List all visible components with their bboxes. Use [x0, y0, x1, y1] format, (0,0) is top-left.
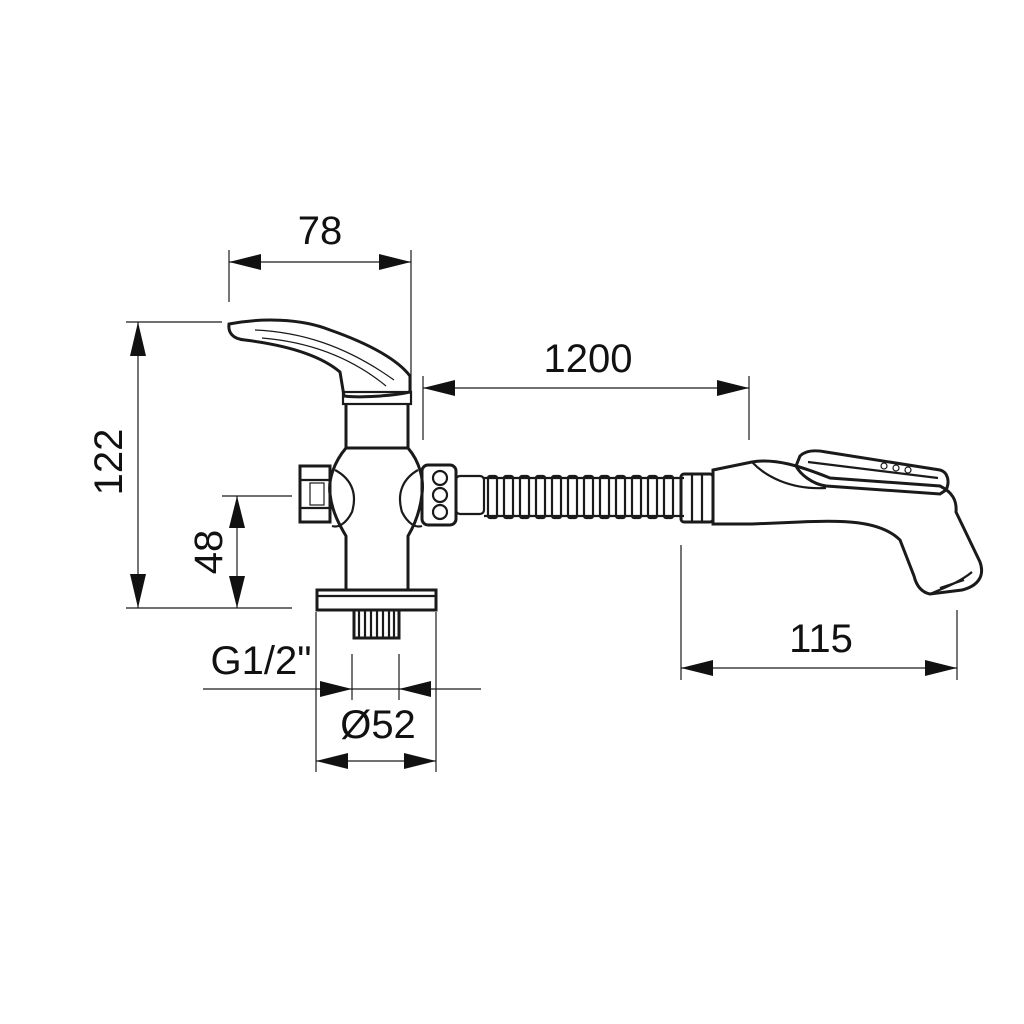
faucet-column [344, 404, 410, 450]
arrowhead-icon [316, 753, 348, 769]
dimension-total-height: 122 [87, 321, 292, 609]
arrowhead-icon [681, 660, 713, 676]
dimension-label-thread: G1/2" [211, 639, 312, 683]
arrowhead-icon [925, 660, 957, 676]
dimension-outlet-height: 48 [187, 495, 292, 608]
hand-shower [679, 449, 984, 596]
flexible-hose [484, 474, 684, 520]
arrowhead-icon [717, 380, 749, 396]
faucet-base [315, 588, 438, 612]
left-hex-nut [298, 464, 332, 524]
dimension-total-width: 78 [228, 209, 412, 395]
dimension-handshower-length: 115 [680, 545, 958, 680]
dimension-label-hose-length: 1200 [544, 337, 633, 381]
dimension-base-diameter: Ø52 [315, 612, 437, 772]
arrowhead-icon [379, 254, 411, 270]
hand-shower-body [711, 459, 984, 596]
lever-handle [227, 318, 412, 399]
arrowhead-icon [229, 254, 261, 270]
arrowhead-icon [130, 322, 146, 356]
arrowhead-icon [130, 574, 146, 608]
dimension-hose-length: 1200 [422, 337, 750, 440]
faucet-body [227, 318, 486, 640]
arrowhead-icon [399, 681, 431, 697]
dimension-label-handshower-length: 115 [789, 617, 853, 661]
spray-button-panel [794, 449, 950, 496]
arrowhead-icon [229, 576, 245, 608]
hose-coupling [420, 463, 486, 527]
dimension-thread: G1/2" [203, 639, 481, 700]
arrowhead-icon [404, 753, 436, 769]
arrowhead-icon [423, 380, 455, 396]
cartridge-cap [341, 390, 413, 406]
threaded-shank [352, 608, 401, 640]
diameter-symbol-icon: Ø [340, 703, 371, 747]
arrowhead-icon [320, 681, 352, 697]
dimension-label-total-width: 78 [298, 209, 343, 253]
diameter-value: 52 [371, 703, 416, 747]
dimension-label-base-diameter: Ø52 [340, 703, 416, 747]
dimension-label-total-height: 122 [87, 429, 131, 496]
dimension-label-outlet-height: 48 [187, 530, 231, 575]
arrowhead-icon [229, 496, 245, 528]
